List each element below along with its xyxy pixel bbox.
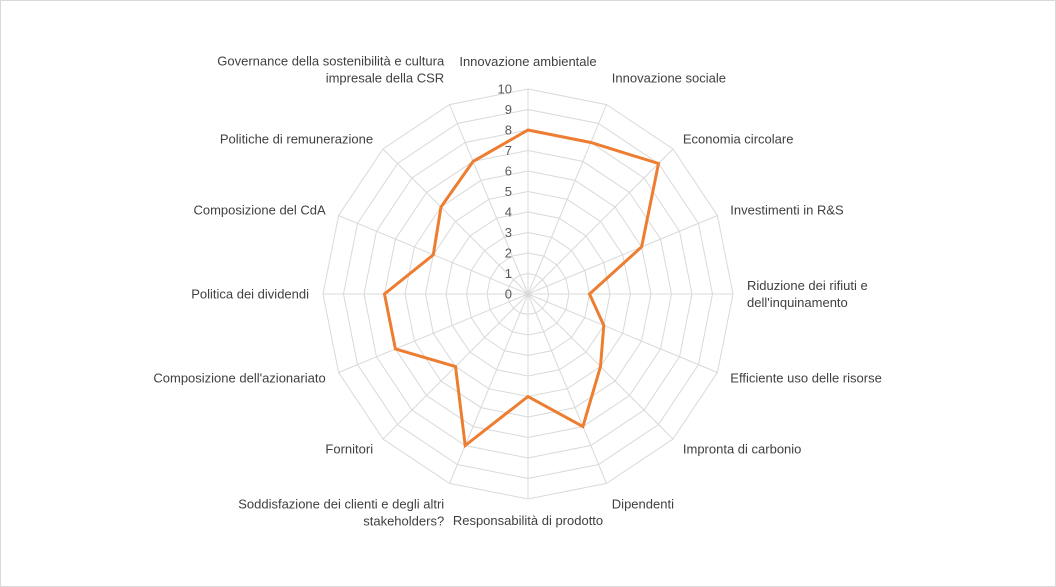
tick-label: 2 <box>505 246 512 261</box>
category-label: Innovazione ambientale <box>459 54 596 69</box>
category-label: Impronta di carbonio <box>683 441 802 456</box>
category-label: Governance della sostenibilità e cultura… <box>217 54 445 86</box>
tick-label: 0 <box>505 287 512 302</box>
grid-spoke <box>527 148 674 295</box>
tick-label: 7 <box>505 143 512 158</box>
grid-spoke <box>382 148 529 295</box>
tick-label: 4 <box>505 205 512 220</box>
category-label: Politiche di remunerazione <box>220 132 373 147</box>
category-label: Fornitori <box>325 441 373 456</box>
tick-labels: 0 1 2 3 4 5 6 7 8 9 10 <box>498 82 512 302</box>
tick-label: 10 <box>498 82 512 97</box>
tick-label: 6 <box>505 164 512 179</box>
grid-spoke <box>527 293 718 373</box>
category-label: Responsabilità di prodotto <box>453 513 603 528</box>
grid-spoke <box>449 293 529 484</box>
category-label: Economia circolare <box>683 132 794 147</box>
category-label: Efficiente uso delle risorse <box>730 370 882 385</box>
tick-label: 9 <box>505 102 512 117</box>
grid-spoke <box>527 293 607 484</box>
category-label: Investimenti in R&S <box>730 203 844 218</box>
grid-layer <box>322 88 734 500</box>
category-label: Dipendenti <box>612 496 674 511</box>
tick-label: 1 <box>505 266 512 281</box>
category-label: Politica dei dividendi <box>191 287 309 302</box>
category-label: Composizione dell'azionariato <box>153 370 325 385</box>
series-line <box>382 128 661 449</box>
grid-spoke <box>449 104 529 295</box>
category-label: Composizione del CdA <box>193 203 326 218</box>
grid-spoke <box>527 215 718 295</box>
category-label: Innovazione sociale <box>612 71 726 86</box>
grid-spoke <box>527 104 607 295</box>
grid-spoke <box>338 293 529 373</box>
series-layer <box>382 128 661 449</box>
tick-label: 5 <box>505 184 512 199</box>
tick-label: 8 <box>505 123 512 138</box>
tick-label: 3 <box>505 225 512 240</box>
